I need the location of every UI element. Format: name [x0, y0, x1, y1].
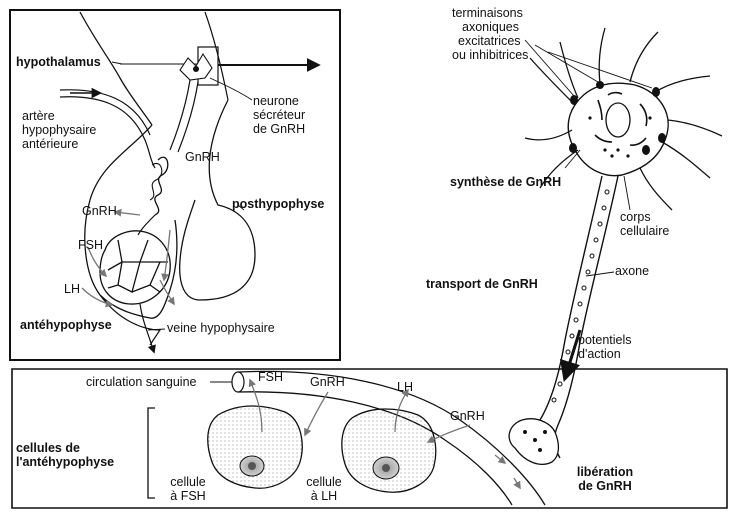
neuron-nucleus [193, 66, 199, 72]
label-potentiels-line1: potentiels [578, 333, 632, 347]
neuron-axon [170, 80, 190, 150]
cells-bracket [148, 408, 155, 498]
label-veine: veine hypophysaire [167, 321, 275, 335]
gnrh-left-arrow [115, 212, 140, 215]
gnrh-vessel-arrow-1 [305, 392, 328, 435]
label-liberation: libération de GnRH [560, 465, 650, 493]
label-gnrh-left: GnRH [82, 204, 117, 218]
cell-fsh-nucleolus [248, 462, 256, 470]
label-terminaisons: terminaisons axoniques excitatrices ou i… [452, 6, 528, 62]
axon-right [555, 176, 618, 458]
label-artere-line2: hypophysaire [22, 123, 96, 137]
label-cellule-lh-line1: cellule [298, 475, 350, 489]
label-artere-line3: antérieure [22, 137, 96, 151]
label-antehypophyse: antéhypophyse [20, 318, 112, 332]
label-gnrh-vessel2: GnRH [450, 409, 485, 423]
primary-plexus [155, 157, 168, 215]
label-liberation-line1: libération [560, 465, 650, 479]
label-cellule-fsh-line2: à FSH [160, 489, 216, 503]
label-neurone-line3: de GnRH [253, 122, 305, 136]
label-terminaisons-line1: terminaisons [452, 6, 528, 20]
label-neurone: neurone sécréteur de GnRH [253, 94, 305, 136]
cell-lh-nucleolus [382, 464, 390, 472]
label-fsh-vessel: FSH [258, 370, 283, 384]
label-cellule-fsh-line1: cellule [160, 475, 216, 489]
label-neurone-line2: sécréteur [253, 108, 305, 122]
label-gnrh-stalk: GnRH [185, 150, 220, 164]
label-circulation: circulation sanguine [86, 375, 197, 389]
flow-arrow-2 [514, 478, 520, 488]
cell-lh [342, 409, 436, 492]
label-cellule-lh-line2: à LH [298, 489, 350, 503]
label-artere: artère hypophysaire antérieure [22, 109, 96, 151]
label-corps-line2: cellulaire [620, 224, 669, 238]
label-terminaisons-line2: axoniques [452, 20, 528, 34]
leader-corps [624, 176, 630, 210]
label-axone: axone [615, 264, 649, 278]
label-liberation-line2: de GnRH [560, 479, 650, 493]
label-gnrh-vessel1: GnRH [310, 375, 345, 389]
label-lh-vessel: LH [397, 380, 413, 394]
label-corps-line1: corps [620, 210, 669, 224]
leader-neurone [210, 78, 252, 100]
label-lh-left: LH [64, 282, 80, 296]
axon-left [515, 176, 602, 448]
axon-granules [552, 190, 609, 402]
label-posthypophyse: posthypophyse [232, 197, 324, 211]
label-fsh-left: FSH [78, 238, 103, 252]
label-potentiels-line2: d'action [578, 347, 632, 361]
secondary-plexus [100, 231, 170, 304]
label-neurone-line1: neurone [253, 94, 305, 108]
label-hypothalamus: hypothalamus [16, 55, 101, 69]
label-terminaisons-line3: excitatrices [452, 34, 528, 48]
label-cellules-line2: l'antéhypophyse [16, 455, 114, 469]
primary-plexus-2 [150, 163, 162, 200]
neuron-soma-nucleus [606, 103, 630, 137]
blood-vessel-end [232, 372, 244, 392]
label-corps: corps cellulaire [620, 210, 669, 238]
label-cellules-line1: cellules de [16, 441, 114, 455]
label-potentiels: potentiels d'action [578, 333, 632, 361]
label-cellule-lh: cellule à LH [298, 475, 350, 503]
label-cellule-fsh: cellule à FSH [160, 475, 216, 503]
leader-hypothalamus [112, 62, 122, 64]
label-artere-line1: artère [22, 109, 96, 123]
label-cellules: cellules de l'antéhypophyse [16, 441, 114, 469]
label-terminaisons-line4: ou inhibitrices [452, 48, 528, 62]
third-ventricle-outline [205, 12, 228, 100]
label-transport: transport de GnRH [426, 277, 538, 291]
label-synthese: synthèse de GnRH [450, 175, 561, 189]
